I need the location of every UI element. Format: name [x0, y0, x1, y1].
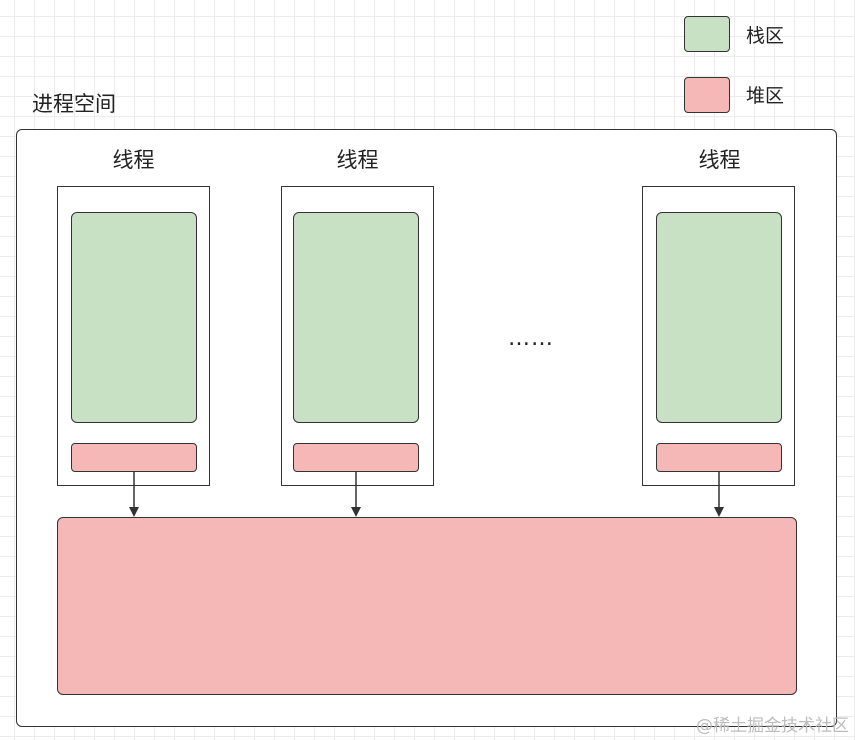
legend-heap-swatch [684, 77, 730, 113]
thread-label: 线程 [698, 148, 741, 172]
thread-stack-area [656, 212, 782, 423]
process-space-label: 进程空间 [32, 92, 116, 116]
thread-stack-area [71, 212, 197, 423]
more-threads-ellipsis: …… [508, 326, 554, 351]
watermark-text: @稀土掘金技术社区 [696, 716, 849, 736]
legend-stack-label: 栈区 [746, 25, 785, 47]
thread-label: 线程 [112, 148, 155, 172]
thread-heap-reference [293, 443, 419, 472]
thread-label: 线程 [336, 148, 379, 172]
thread-heap-reference [656, 443, 782, 472]
legend-heap-label: 堆区 [746, 85, 785, 107]
thread-stack-area [293, 212, 419, 423]
shared-heap-area [57, 517, 797, 695]
legend-stack-swatch [684, 16, 730, 52]
thread-heap-reference [71, 443, 197, 472]
